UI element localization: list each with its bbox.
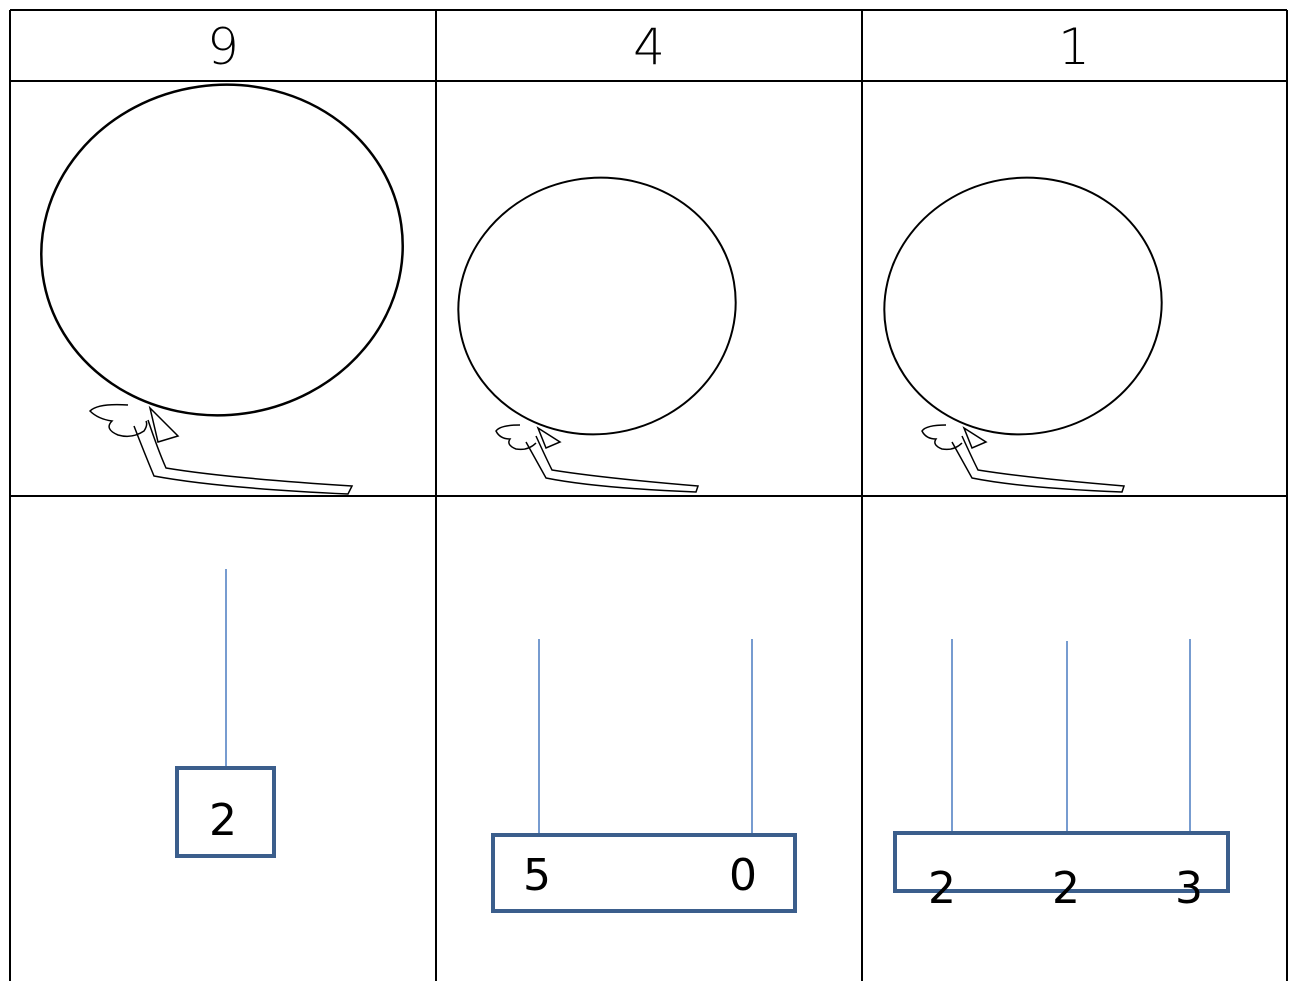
header-cell-2: 4: [633, 18, 665, 76]
answer-box: [491, 833, 797, 913]
box-number: 0: [729, 850, 757, 901]
box-number: 5: [523, 850, 551, 901]
header-cell-1: 9: [207, 18, 239, 76]
balloon-icon: [457, 176, 737, 493]
answer-box: [175, 766, 276, 858]
box-number: 3: [1175, 863, 1203, 914]
balloon-icon: [40, 83, 404, 495]
header-cell-3: 1: [1058, 18, 1090, 76]
box-number: 2: [928, 863, 956, 914]
table-grid: [9, 9, 1288, 981]
box-number: 2: [1052, 863, 1080, 914]
box-number: 2: [209, 795, 237, 846]
balloon-icon: [883, 176, 1163, 493]
answer-box: [893, 831, 1230, 893]
